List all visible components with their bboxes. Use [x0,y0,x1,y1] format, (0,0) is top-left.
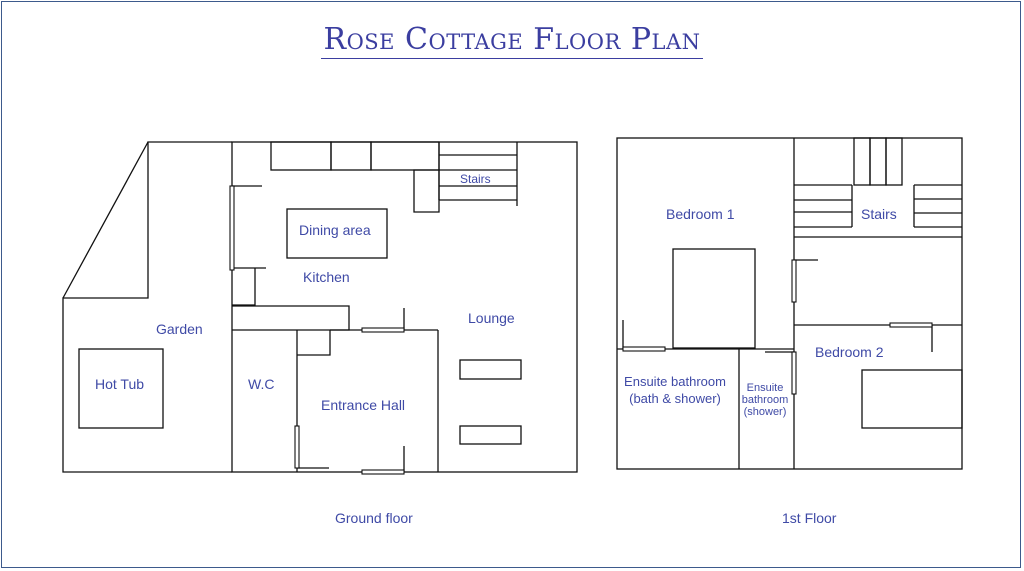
ground-floor-outline [231,141,578,473]
ground-stairs-label: Stairs [460,172,491,186]
ground-floor-walls [62,141,578,473]
ground-floor-doors [229,185,405,475]
dining-table [286,208,388,259]
entrance-hall-label: Entrance Hall [321,397,406,413]
dining-area-label: Dining area [299,222,371,238]
first-floor-caption: 1st Floor [782,510,837,526]
first-floor-stairs-label: Stairs [861,206,897,222]
garden-diagonal-wall [62,141,149,299]
garden-outline [62,141,232,473]
ensuite-2-line3: (shower) [743,406,787,418]
wc-label: W.C [248,376,275,392]
lounge-sofa [459,359,522,380]
kitchen-cabinet [413,169,440,213]
bedroom-1-bed [672,248,756,349]
ensuite-bathroom-1-label: Ensuite bathroom (bath & shower) [624,373,726,407]
ensuite-2-line2: bathroom [741,394,789,406]
kitchen-label: Kitchen [303,269,350,285]
lounge-sofa [459,425,522,445]
ground-floor-caption: Ground floor [335,510,413,526]
hot-tub-shape [78,348,164,429]
lounge-label: Lounge [468,310,515,326]
ensuite-2-line1: Ensuite [746,382,784,394]
garden-label: Garden [156,321,203,337]
bedroom-1-label: Bedroom 1 [666,206,735,222]
first-floor-outline [616,137,963,470]
bedroom-2-label: Bedroom 2 [815,344,884,360]
page-title: Rose Cottage Floor Plan [321,22,703,59]
kitchen-cabinet [330,141,372,171]
kitchen-cabinet [370,141,440,171]
kitchen-cabinet [270,141,332,171]
first-floor-doors [622,259,933,395]
ensuite-1-line2: (bath & shower) [629,391,721,406]
hot-tub-label: Hot Tub [95,376,145,392]
bedroom-2-bed [861,369,963,429]
ensuite-bathroom-2-label: Ensuite bathroom (shower) [742,382,788,418]
first-floor-walls [616,137,963,470]
ensuite-1-line1: Ensuite bathroom [624,374,726,389]
